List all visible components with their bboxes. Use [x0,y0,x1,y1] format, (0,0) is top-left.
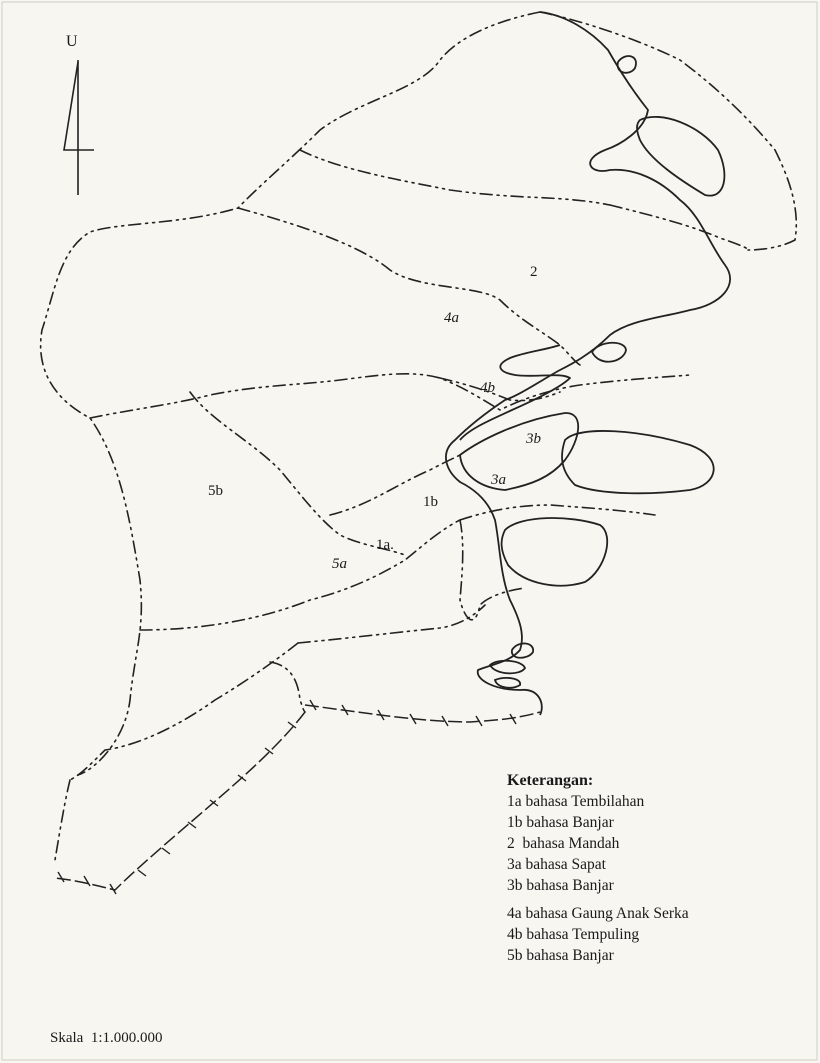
region-label-4a: 4a [444,310,459,326]
boundary-northeast [539,11,798,251]
legend-item-3b: 3b bahasa Banjar [507,877,614,894]
boundary-4a-4b [439,377,561,402]
boundary-1b-west [329,454,461,516]
island-small-3 [493,677,521,689]
boundary-2-inner [299,149,611,206]
coastline-inner [459,344,571,441]
region-label-5b: 5b [208,483,223,499]
boundary-southwest [54,779,71,861]
legend-item-2: 2 bahasa Mandah [507,835,620,852]
legend-item-1a: 1a bahasa Tembilahan [507,793,645,810]
boundary-2-north [237,207,581,366]
legend-item-4b: 4b bahasa Tempuling [507,926,640,943]
legend-title: Keterangan: [507,772,594,789]
legend-item-3a: 3a bahasa Sapat [507,856,606,873]
map-legend: Keterangan: 1a bahasa Tembilahan 1b baha… [507,770,767,966]
island-east [561,430,715,495]
island-3b [459,412,580,491]
legend-item-4a: 4a bahasa Gaung Anak Serka [507,905,689,922]
boundary-south-2 [69,642,299,781]
north-arrow-icon [63,60,94,195]
island-2 [636,115,726,197]
boundary-south-1 [297,604,486,644]
map-scale: Skala 1:1.000.000 [50,1030,163,1046]
island-south [500,517,609,587]
boundary-south-3 [269,661,306,713]
boundary-1b-mid [459,519,526,621]
region-label-1a: 1a. [376,537,394,553]
boundary-outer [39,11,541,776]
region-label-3a: 3a [490,472,506,488]
boundary-1b-east [459,504,656,521]
province-boundary [54,699,541,895]
island-small-1 [511,642,534,659]
island-1 [616,55,637,74]
legend-item-5b: 5b bahasa Banjar [507,947,614,964]
region-label-5a: 5a [332,556,347,572]
north-label: U [66,33,78,50]
region-label-2: 2 [530,264,538,280]
island-small-2 [488,659,526,675]
boundary-4-north [89,373,691,419]
region-label-1b: 1b [423,494,438,510]
legend-item-1b: 1b bahasa Banjar [507,814,614,831]
boundary-2-east [609,204,749,251]
region-label-4b: 4b [480,380,496,396]
coastline [445,11,731,716]
island-3 [590,341,627,363]
boundary-1a-south [139,519,461,631]
boundary-5b-east [189,391,406,556]
region-label-3b: 3b [525,431,542,447]
